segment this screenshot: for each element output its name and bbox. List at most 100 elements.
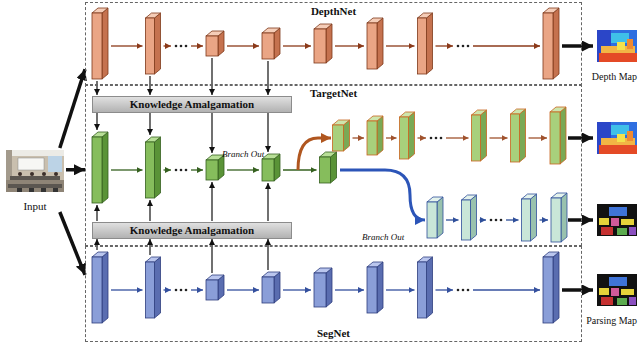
depth-region [599, 53, 637, 62]
parsing-region [629, 227, 636, 235]
layer-block [367, 121, 377, 155]
depth-ground [597, 122, 637, 154]
amalgamation-bar: Knowledge Amalgamation [92, 96, 292, 113]
layer-block [320, 157, 331, 183]
layer-side [520, 109, 526, 162]
output-label: Depth Map [592, 66, 637, 84]
node-text: SegNet [317, 327, 350, 339]
layer-side [561, 193, 567, 242]
flow-arrow [386, 45, 415, 46]
layer-block [472, 115, 481, 161]
photo-person [30, 172, 34, 176]
layer-top [551, 193, 567, 198]
input-image: Input [4, 148, 66, 212]
flow-arrow [473, 45, 540, 46]
photo-wall [6, 150, 64, 192]
layer-side [102, 252, 108, 323]
layer-top [400, 112, 415, 117]
layer-top [262, 28, 280, 33]
node-text: DepthNet [311, 5, 356, 17]
branch-label: Branch Out [222, 143, 264, 161]
depth-region [627, 131, 633, 141]
flow-arrow [227, 169, 259, 170]
layer-block [206, 160, 218, 180]
parsing-region [611, 288, 619, 296]
layer-row [92, 252, 559, 323]
input-arrow [60, 69, 85, 148]
flow-arrow [283, 289, 311, 290]
layer-side [377, 18, 383, 69]
amalgamation-arrow [267, 239, 268, 270]
depth-region [611, 125, 629, 135]
ellipsis-dot [185, 169, 188, 172]
parsing-region [617, 298, 627, 305]
flow-arrow [191, 45, 203, 46]
flow-arrow [164, 45, 172, 46]
layer-top [511, 109, 526, 114]
photo-person [42, 172, 46, 176]
flow-arrow [335, 45, 364, 46]
parsing-region [629, 297, 636, 305]
layer-top [262, 272, 280, 277]
layer-side [531, 194, 537, 241]
parsing-region [621, 289, 634, 295]
ellipsis-dot [467, 289, 470, 292]
photo-person [18, 172, 22, 176]
layer-side [155, 257, 161, 318]
amalgamation-arrow [211, 58, 212, 95]
layer-block [427, 202, 437, 238]
layer-top [462, 195, 477, 200]
layer-block [543, 257, 553, 323]
parsing-region [609, 277, 627, 286]
photo-floor [6, 180, 64, 192]
flow-arrow [529, 137, 548, 138]
layer-side [427, 257, 433, 318]
photo-person [54, 172, 58, 176]
ellipsis-dot [180, 169, 183, 172]
ellipsis-dot [500, 219, 503, 222]
layer-block [92, 13, 102, 79]
ellipsis-dot [440, 137, 443, 140]
layer-top [92, 8, 108, 13]
output-label: Parsing Map [586, 310, 637, 328]
ellipsis-dot [185, 45, 188, 48]
layer-top [418, 13, 433, 18]
layer-side [377, 262, 383, 313]
layer-top [367, 18, 383, 23]
flow-arrow [562, 288, 593, 292]
layer-block [367, 23, 377, 69]
layer-row [92, 132, 337, 203]
flow-arrow [283, 169, 317, 170]
layer-top [92, 252, 108, 257]
layer-side [326, 268, 332, 307]
ellipsis-dot [185, 289, 188, 292]
ellipsis-dot [175, 289, 178, 292]
parsing-region [621, 219, 634, 225]
flow-arrow [335, 289, 364, 290]
layer-top [146, 13, 161, 18]
layer-top [367, 262, 383, 267]
layer-side [553, 252, 559, 323]
flow-arrow [436, 289, 454, 290]
depth-region [599, 145, 637, 154]
parsing-region [601, 297, 613, 305]
layer-side [409, 112, 415, 159]
parsing-map-image [597, 204, 637, 236]
layer-top [146, 257, 161, 262]
photo-chair [29, 188, 34, 192]
flow-arrow [227, 45, 259, 46]
flow-arrow [540, 219, 549, 220]
ellipsis-dot [467, 45, 470, 48]
ellipsis-dot [495, 219, 498, 222]
layer-block [206, 36, 218, 56]
flow-arrow [418, 137, 427, 138]
layer-side [102, 8, 108, 79]
layer-block [543, 13, 553, 79]
flow-arrow [353, 137, 365, 138]
layer-block [522, 199, 531, 241]
photo-chair [53, 188, 58, 192]
amalgamation-arrow [267, 61, 268, 95]
ellipsis-dot [180, 289, 183, 292]
